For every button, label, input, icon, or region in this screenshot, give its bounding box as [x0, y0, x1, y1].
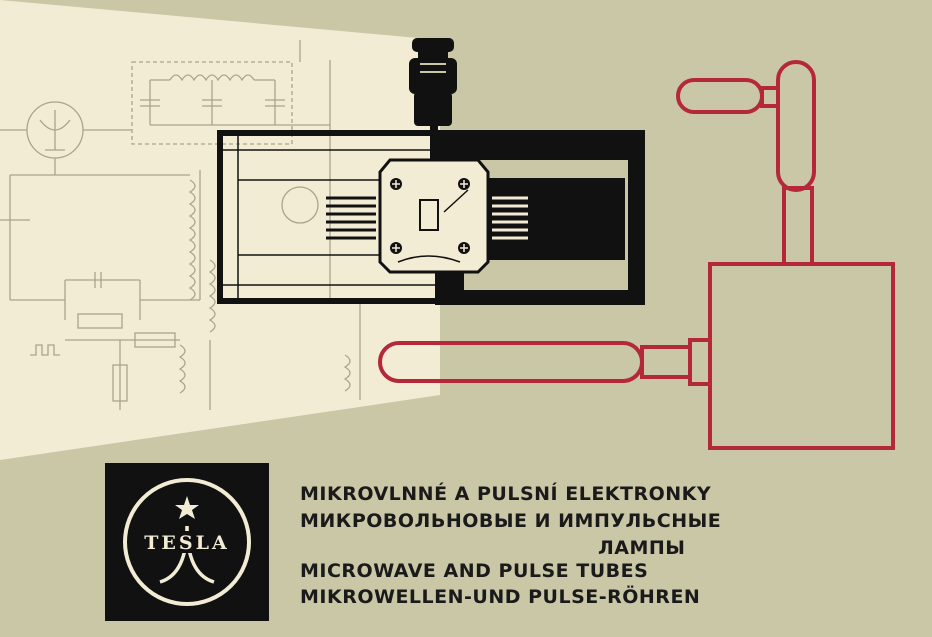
tesla-logo-icon: TESLA: [105, 463, 269, 621]
vacuum-tube-icon: [676, 60, 816, 266]
title-english: MICROWAVE AND PULSE TUBES: [300, 560, 649, 582]
pulse-tube-icon: [378, 262, 895, 450]
magnetron-icon: [326, 158, 528, 274]
title-russian-cont: ЛАМПЫ: [598, 537, 686, 559]
tesla-logo-text: TESLA: [144, 532, 229, 554]
magnetron-frame: [217, 130, 645, 305]
circuit-schematic: [0, 40, 361, 410]
cathode-stem-icon: [409, 38, 457, 160]
title-russian: МИКРОВОЛЬНОВЫЕ И ИМПУЛЬСНЫЕ: [300, 510, 722, 532]
title-czech: MIKROVLNNÉ A PULSNÍ ELEKTRONKY: [300, 483, 712, 505]
title-german: MIKROWELLEN-UND PULSE-RÖHREN: [300, 586, 701, 608]
